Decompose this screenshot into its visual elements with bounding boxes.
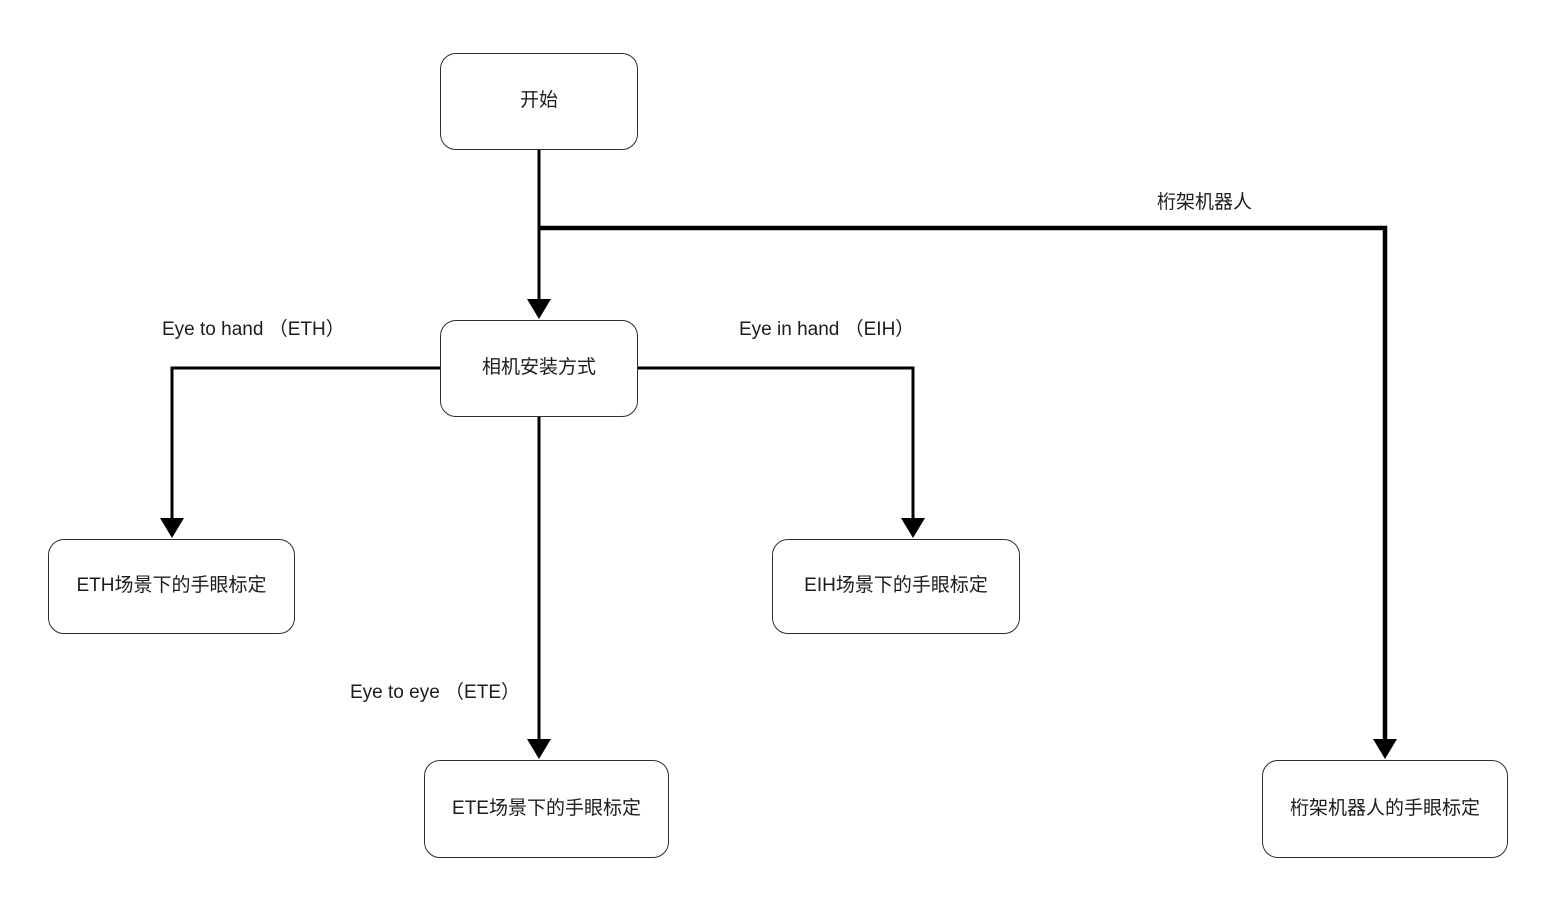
node-ete-calibration: ETE场景下的手眼标定 [424,760,669,858]
node-truss-calibration: 桁架机器人的手眼标定 [1262,760,1508,858]
edge-camera-to-eih [638,366,915,520]
edge-label-eye-in-hand: Eye in hand （EIH） [737,318,917,342]
edge-label-eye-to-eye: Eye to eye （ETE） [348,681,523,705]
edge-start-to-truss [539,225,1388,740]
edge-camera-to-eth [170,366,440,520]
node-camera-mount-label: 相机安装方式 [481,357,596,379]
arrowhead-ete [527,739,551,759]
node-camera-mount: 相机安装方式 [440,320,638,417]
arrowhead-eih [901,518,925,538]
node-eth-calibration-label: ETH场景下的手眼标定 [76,575,267,597]
node-eih-calibration: EIH场景下的手眼标定 [772,539,1020,634]
node-ete-calibration-label: ETE场景下的手眼标定 [452,797,641,819]
arrowhead-camera [527,299,551,319]
arrowhead-eth [160,518,184,538]
node-eth-calibration: ETH场景下的手眼标定 [48,539,295,634]
arrowhead-truss [1373,739,1397,759]
node-truss-calibration-label: 桁架机器人的手眼标定 [1289,797,1480,819]
node-eih-calibration-label: EIH场景下的手眼标定 [804,575,988,597]
node-start: 开始 [440,53,638,150]
edge-label-truss-robot: 桁架机器人 [1155,191,1255,215]
edge-label-eye-to-hand: Eye to hand （ETH） [160,318,347,342]
node-start-label: 开始 [519,90,558,112]
